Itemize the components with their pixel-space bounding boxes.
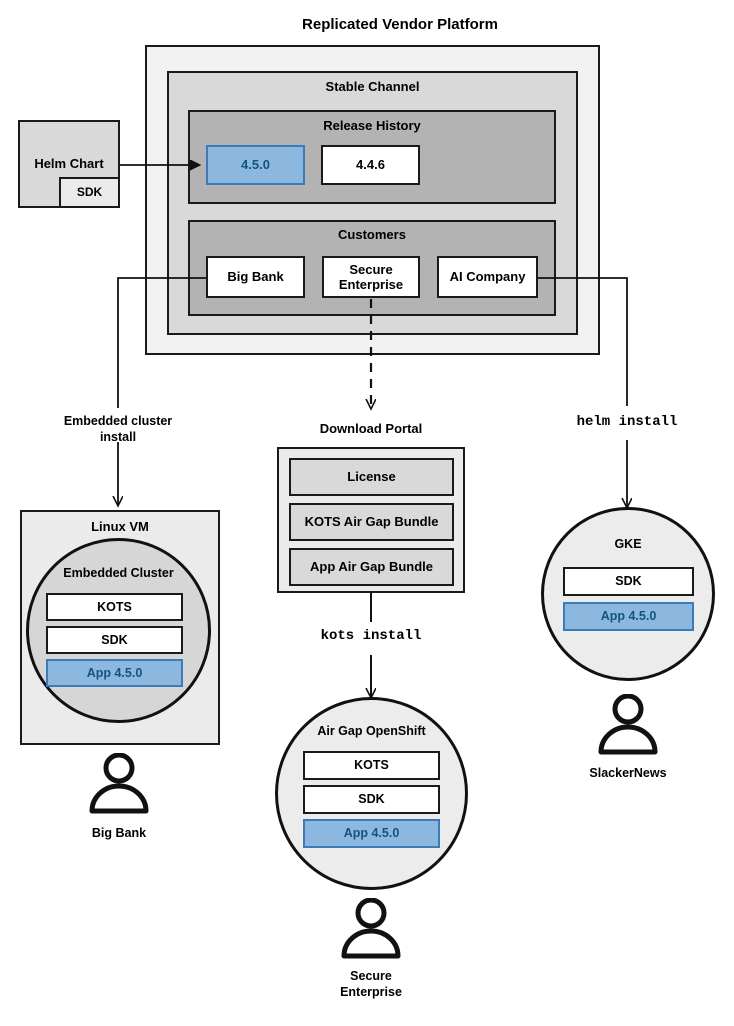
air-gap-openshift-label: Air Gap OpenShift [317, 724, 426, 738]
download-artifact-license[interactable]: License [289, 458, 454, 496]
edge-label-embedded-cluster-install: Embedded cluster install [63, 414, 173, 444]
linux-vm-label: Linux VM [91, 519, 149, 534]
linux-vm-component-app[interactable]: App 4.5.0 [46, 659, 183, 687]
openshift-component-kots[interactable]: KOTS [303, 751, 440, 780]
release-history-label: Release History [323, 118, 421, 133]
gke-customer-label: SlackerNews [589, 766, 667, 780]
helm-chart-sdk-box[interactable]: SDK [59, 177, 120, 208]
gke-component-sdk[interactable]: SDK [563, 567, 694, 596]
download-portal-label: Download Portal [319, 421, 423, 436]
gke-label: GKE [614, 537, 642, 551]
edge-label-helm-install: helm install [576, 414, 678, 430]
openshift-customer-label: Secure Enterprise [340, 969, 402, 999]
openshift-component-sdk[interactable]: SDK [303, 785, 440, 814]
release-version-4-5-0[interactable]: 4.5.0 [206, 145, 305, 185]
customer-secure-enterprise[interactable]: Secure Enterprise [322, 256, 420, 298]
linux-vm-component-sdk[interactable]: SDK [46, 626, 183, 654]
embedded-cluster-label: Embedded Cluster [63, 566, 174, 580]
edge-label-kots-install: kots install [320, 628, 422, 644]
avatar-big-bank [89, 753, 149, 814]
linux-vm-customer-label: Big Bank [91, 826, 147, 840]
download-artifact-kots-air-gap-bundle[interactable]: KOTS Air Gap Bundle [289, 503, 454, 541]
download-artifact-app-air-gap-bundle[interactable]: App Air Gap Bundle [289, 548, 454, 586]
gke-component-app[interactable]: App 4.5.0 [563, 602, 694, 631]
customers-label: Customers [338, 227, 406, 242]
page-title: Replicated Vendor Platform [302, 16, 498, 33]
linux-vm-component-kots[interactable]: KOTS [46, 593, 183, 621]
release-version-4-4-6[interactable]: 4.4.6 [321, 145, 420, 185]
customer-ai-company[interactable]: AI Company [437, 256, 538, 298]
stable-channel-label: Stable Channel [325, 79, 420, 94]
customer-big-bank[interactable]: Big Bank [206, 256, 305, 298]
openshift-component-app[interactable]: App 4.5.0 [303, 819, 440, 848]
avatar-slackernews [598, 694, 658, 755]
avatar-secure-enterprise [341, 898, 401, 959]
